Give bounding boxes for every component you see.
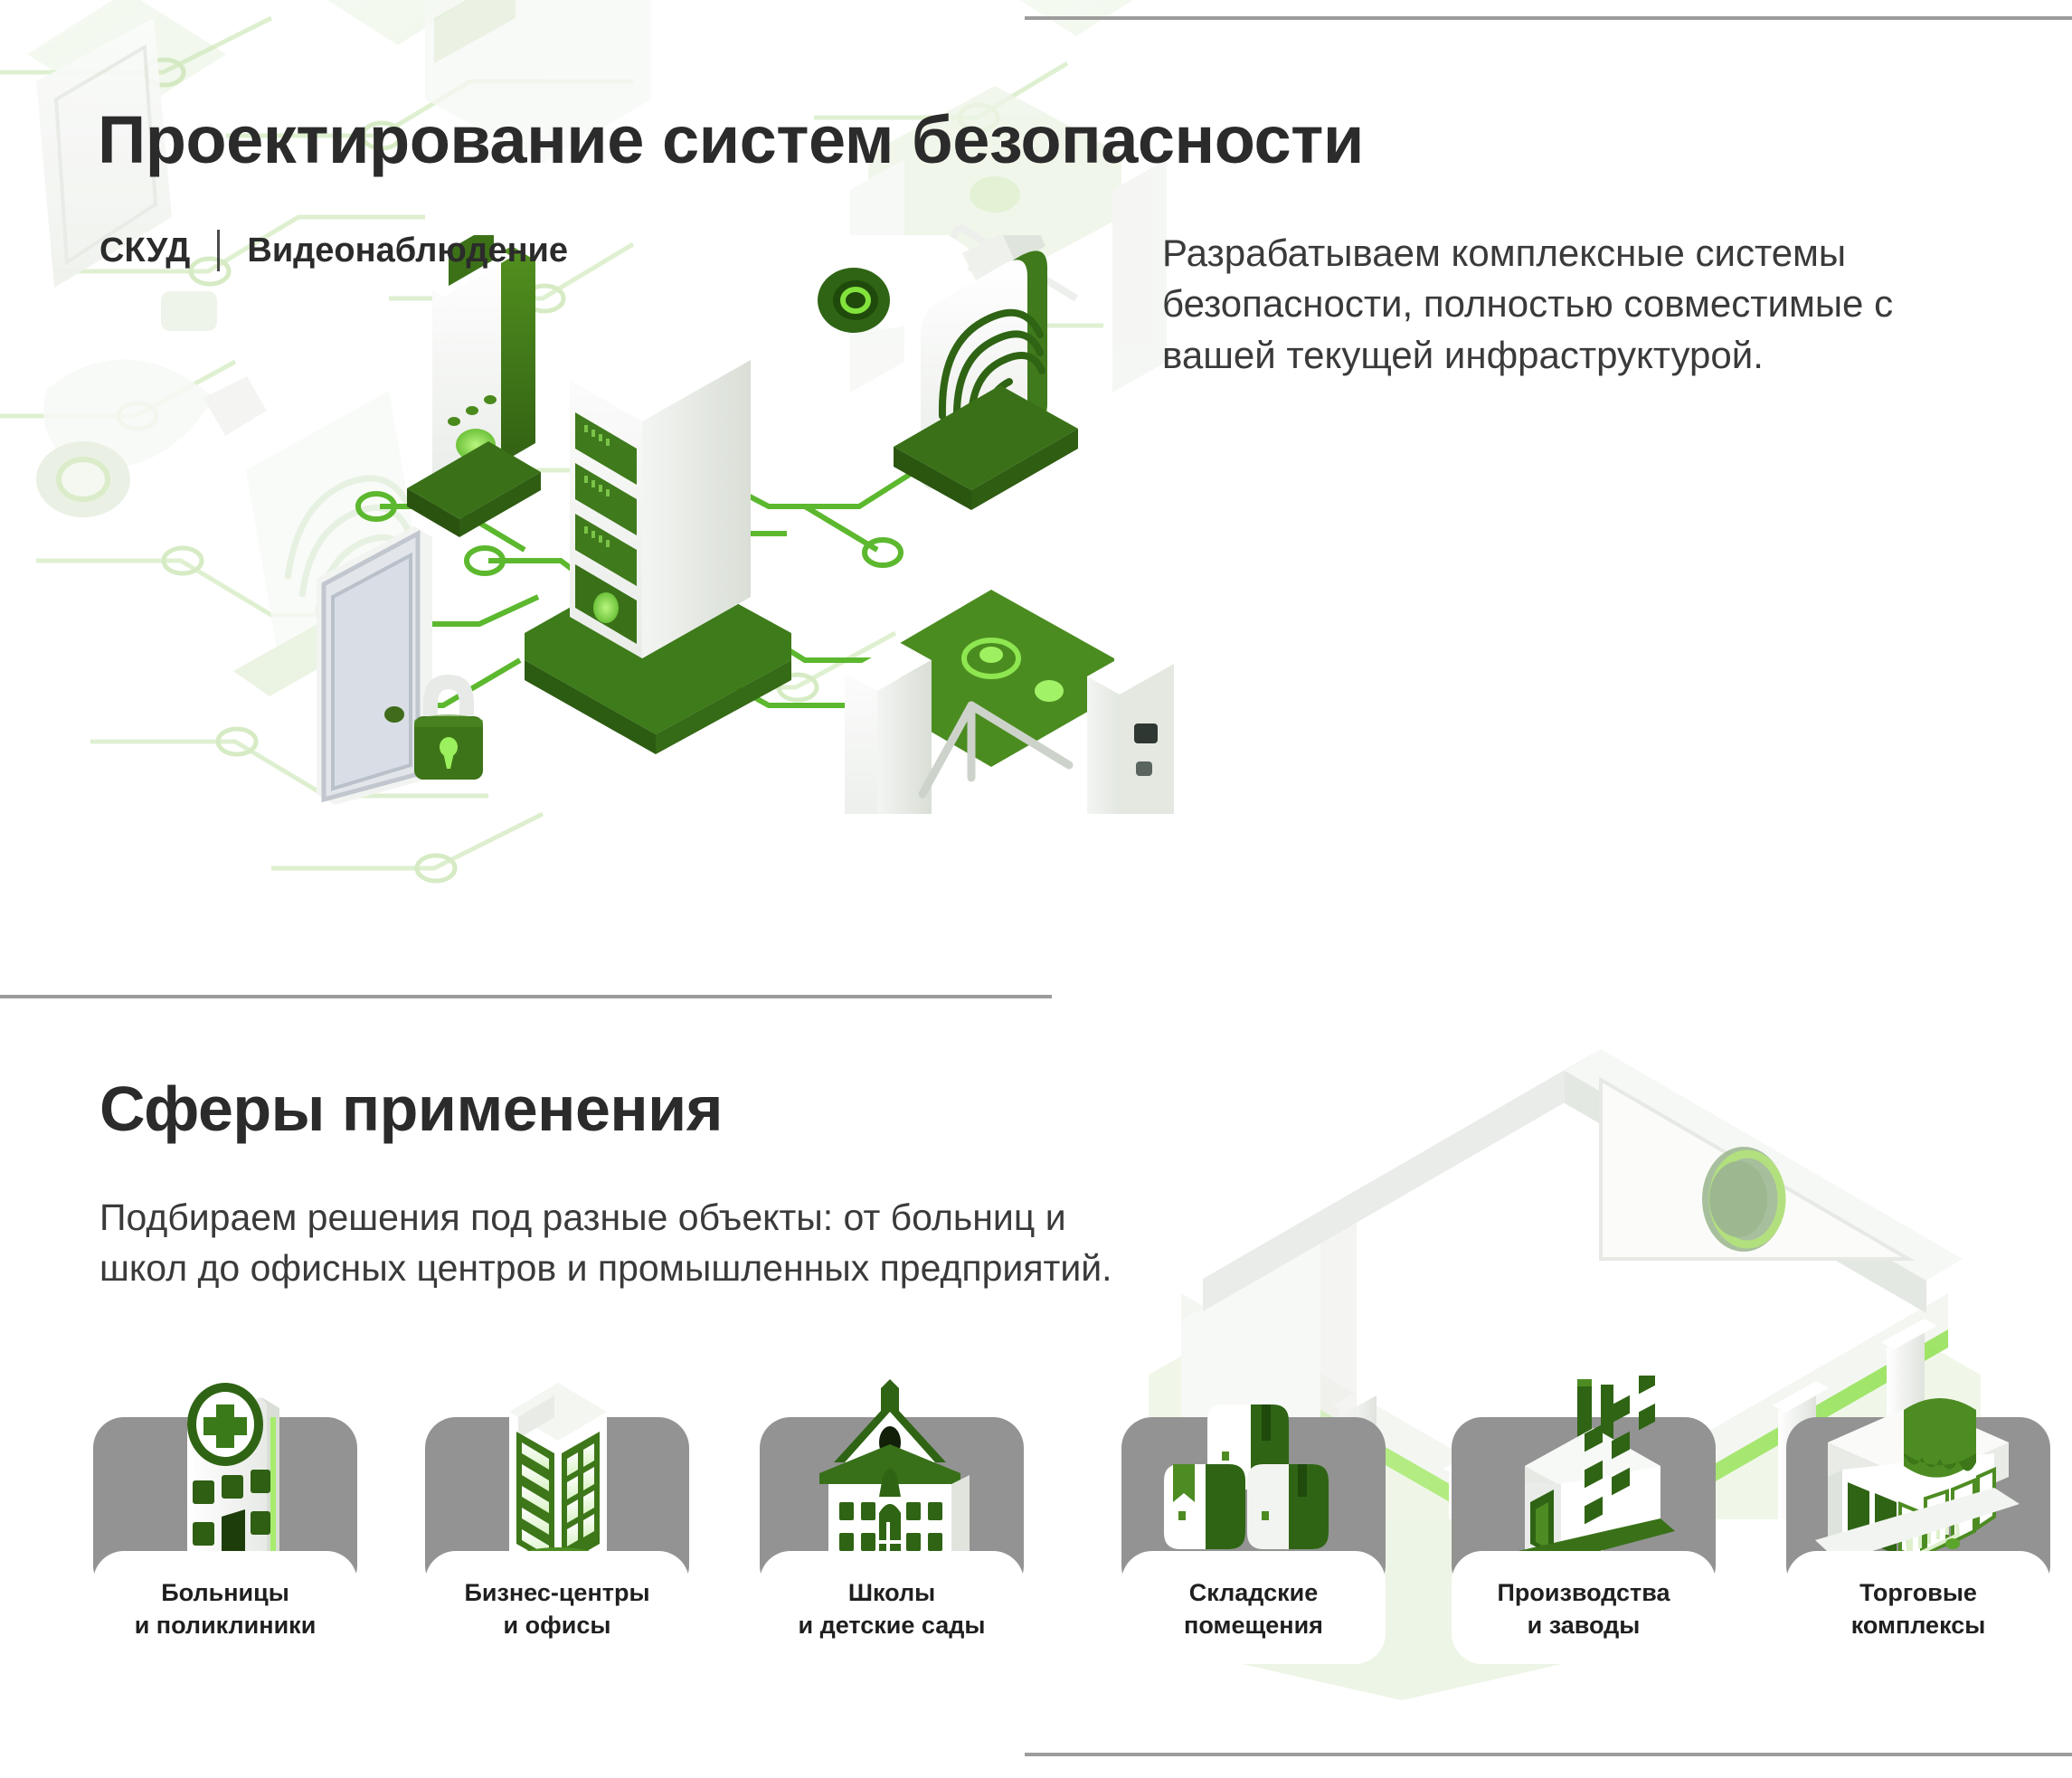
card-mall[interactable]: Торговые комплексы xyxy=(1786,1398,2050,1664)
card-label: Торговые комплексы xyxy=(1786,1551,2050,1664)
access-control-terminal-icon xyxy=(407,235,541,537)
card-label: Складские помещения xyxy=(1121,1551,1386,1664)
card-warehouse[interactable]: Складские помещения xyxy=(1121,1404,1386,1664)
section-description-applications: Подбираем решения под разные объекты: от… xyxy=(99,1196,1112,1290)
hero-description: Разрабатываем комплексные системы безопа… xyxy=(1162,232,1894,376)
server-rack-icon xyxy=(525,318,791,754)
section-title-applications: Сферы применения xyxy=(99,1073,724,1144)
card-factory[interactable]: Производства и заводы xyxy=(1452,1376,1716,1664)
dome-camera-icon xyxy=(818,235,1045,333)
hero-subtitle-video: Видеонаблюдение xyxy=(247,231,569,270)
hero-security-diagram xyxy=(337,235,1174,814)
hero-subtitle-skud: СКУД xyxy=(99,231,191,270)
card-label: Производства и заводы xyxy=(1452,1551,1716,1664)
fingerprint-scanner-icon xyxy=(894,251,1078,510)
door-with-padlock-icon xyxy=(317,526,483,805)
card-label: Больницы и поликлиники xyxy=(93,1551,357,1664)
page-title: Проектирование систем безопасности xyxy=(98,102,1364,177)
hero-subtitle: СКУД Видеонаблюдение xyxy=(99,230,568,271)
card-label: Школы и детские сады xyxy=(760,1551,1024,1664)
factory-icon xyxy=(1452,1376,1716,1598)
divider-top xyxy=(1025,16,2072,20)
divider-bottom xyxy=(1025,1753,2072,1756)
bank-temple-building-icon xyxy=(1149,1027,1981,1519)
card-office[interactable]: Бизнес-центры и офисы xyxy=(425,1383,689,1664)
card-school[interactable]: Школы и детские сады xyxy=(760,1379,1024,1664)
shop-icon xyxy=(1786,1376,2050,1598)
ghost-camera-icon xyxy=(36,359,267,517)
padlock-icon xyxy=(414,675,483,780)
application-cards: Больницы и поликлиники xyxy=(0,1376,2072,1688)
card-label: Бизнес-центры и офисы xyxy=(425,1551,689,1664)
turnstile-icon xyxy=(845,590,1174,814)
subtitle-separator xyxy=(217,230,221,271)
divider-middle xyxy=(0,995,1052,998)
warehouse-boxes-icon xyxy=(1121,1376,1386,1598)
card-hospital[interactable]: Больницы и поликлиники xyxy=(93,1383,357,1664)
oculus-icon xyxy=(1702,1147,1786,1252)
